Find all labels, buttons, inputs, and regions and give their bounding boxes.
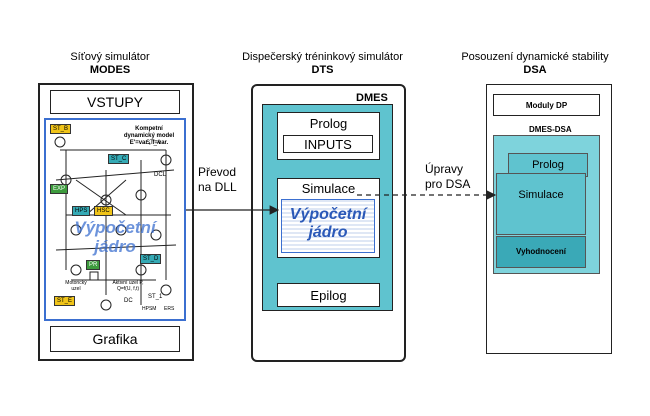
schematic-model-text: Kompetní dynamický model E'=var., f=var. <box>114 126 184 147</box>
modes-core-overlay-line1: Výpočetní <box>74 218 156 237</box>
schematic-small-label: HPSM <box>142 306 157 312</box>
schematic-tag: HPS <box>72 206 91 216</box>
dsa-evaluation-block: Vyhodnocení <box>496 236 586 268</box>
adjust-label: Úpravy pro DSA <box>425 162 470 192</box>
dts-inputs-box: INPUTS <box>283 135 373 153</box>
dts-epilog-box: Epilog <box>277 283 380 307</box>
dts-header: Dispečerský tréninkový simulátor DTS <box>235 51 410 77</box>
dts-simulation-label: Simulace <box>301 181 356 196</box>
dsa-header-line1: Posouzení dynamické stability <box>461 51 609 63</box>
dts-prolog-label: Prolog <box>309 116 348 131</box>
schematic-tag: DCL <box>154 172 167 178</box>
schematic-tag: EXP <box>50 184 69 194</box>
dsa-dmes-label: DMES-DSA <box>529 125 572 134</box>
dts-header-line2: DTS <box>311 64 334 76</box>
schematic-small-label: Motorický uzel <box>65 280 87 292</box>
schematic-tag: ST_E <box>54 296 76 306</box>
schematic-tag: ST_1 <box>148 294 163 300</box>
schematic-model-line1: Kompetní <box>135 126 163 132</box>
dts-dmes-label: DMES <box>356 92 388 104</box>
schematic-tag: ST_B <box>50 124 72 134</box>
dsa-panel <box>486 84 612 354</box>
schematic-small-label: ERS <box>164 306 175 312</box>
transfer-label-line2: na DLL <box>198 180 237 194</box>
dts-core-box: Výpočetní jádro <box>281 199 375 253</box>
dts-core-line2: jádro <box>308 224 348 241</box>
dsa-header: Posouzení dynamické stability DSA <box>440 51 630 77</box>
modes-header-line1: Síťový simulátor <box>70 51 150 63</box>
dts-epilog-label: Epilog <box>310 287 347 303</box>
schematic-tag: ST_D <box>140 254 162 264</box>
schematic-lines <box>54 136 177 311</box>
dsa-simulation-label: Simulace <box>518 189 564 201</box>
dts-prolog-block: Prolog INPUTS <box>277 112 380 160</box>
dsa-evaluation-label: Vyhodnocení <box>516 247 566 256</box>
schematic-tag: HSC <box>94 206 113 216</box>
transfer-label-line1: Převod <box>198 165 237 179</box>
schematic-small-label: Aktivní uzel P, Q=f(U, f,t) <box>112 280 144 292</box>
modes-panel <box>38 83 194 361</box>
dts-core-line1: Výpočetní <box>289 206 367 223</box>
dts-panel <box>251 84 406 362</box>
schematic-model-line3: E'=var., f=var. <box>129 140 169 146</box>
schematic-tag: DC <box>124 298 133 304</box>
modes-header: Síťový simulátor MODES <box>40 51 180 77</box>
dsa-prolog-label: Prolog <box>532 159 564 171</box>
dsa-modules-box: Moduly DP <box>493 94 600 116</box>
modes-inputs-box: VSTUPY <box>50 90 180 114</box>
schematic-tag: ST_C <box>108 154 130 164</box>
dsa-header-line2: DSA <box>523 64 547 76</box>
modes-core-overlay-line2: jádro <box>94 237 136 256</box>
dts-simulation-block: Simulace Výpočetní jádro <box>277 178 380 258</box>
schematic-tag: PR <box>86 260 101 270</box>
dts-header-line1: Dispečerský tréninkový simulátor <box>242 51 403 63</box>
adjust-label-line2: pro DSA <box>425 177 471 191</box>
transfer-label: Převod na DLL <box>198 165 237 195</box>
schematic-tag: ST_A <box>146 140 162 146</box>
modes-graphics-label: Grafika <box>92 331 138 347</box>
modes-core-overlay: Výpočetní jádro <box>46 218 184 256</box>
dsa-modules-label: Moduly DP <box>525 100 568 110</box>
network-schematic: Kompetní dynamický model E'=var., f=var.… <box>44 118 186 321</box>
dts-inputs-label: INPUTS <box>304 136 352 152</box>
dsa-simulation-block: Simulace <box>496 173 586 235</box>
modes-graphics-box: Grafika <box>50 326 180 352</box>
modes-header-line2: MODES <box>89 64 131 76</box>
modes-inputs-label: VSTUPY <box>86 94 143 110</box>
schematic-model-line2: dynamický model <box>123 133 175 139</box>
adjust-label-line1: Úpravy <box>425 162 464 176</box>
